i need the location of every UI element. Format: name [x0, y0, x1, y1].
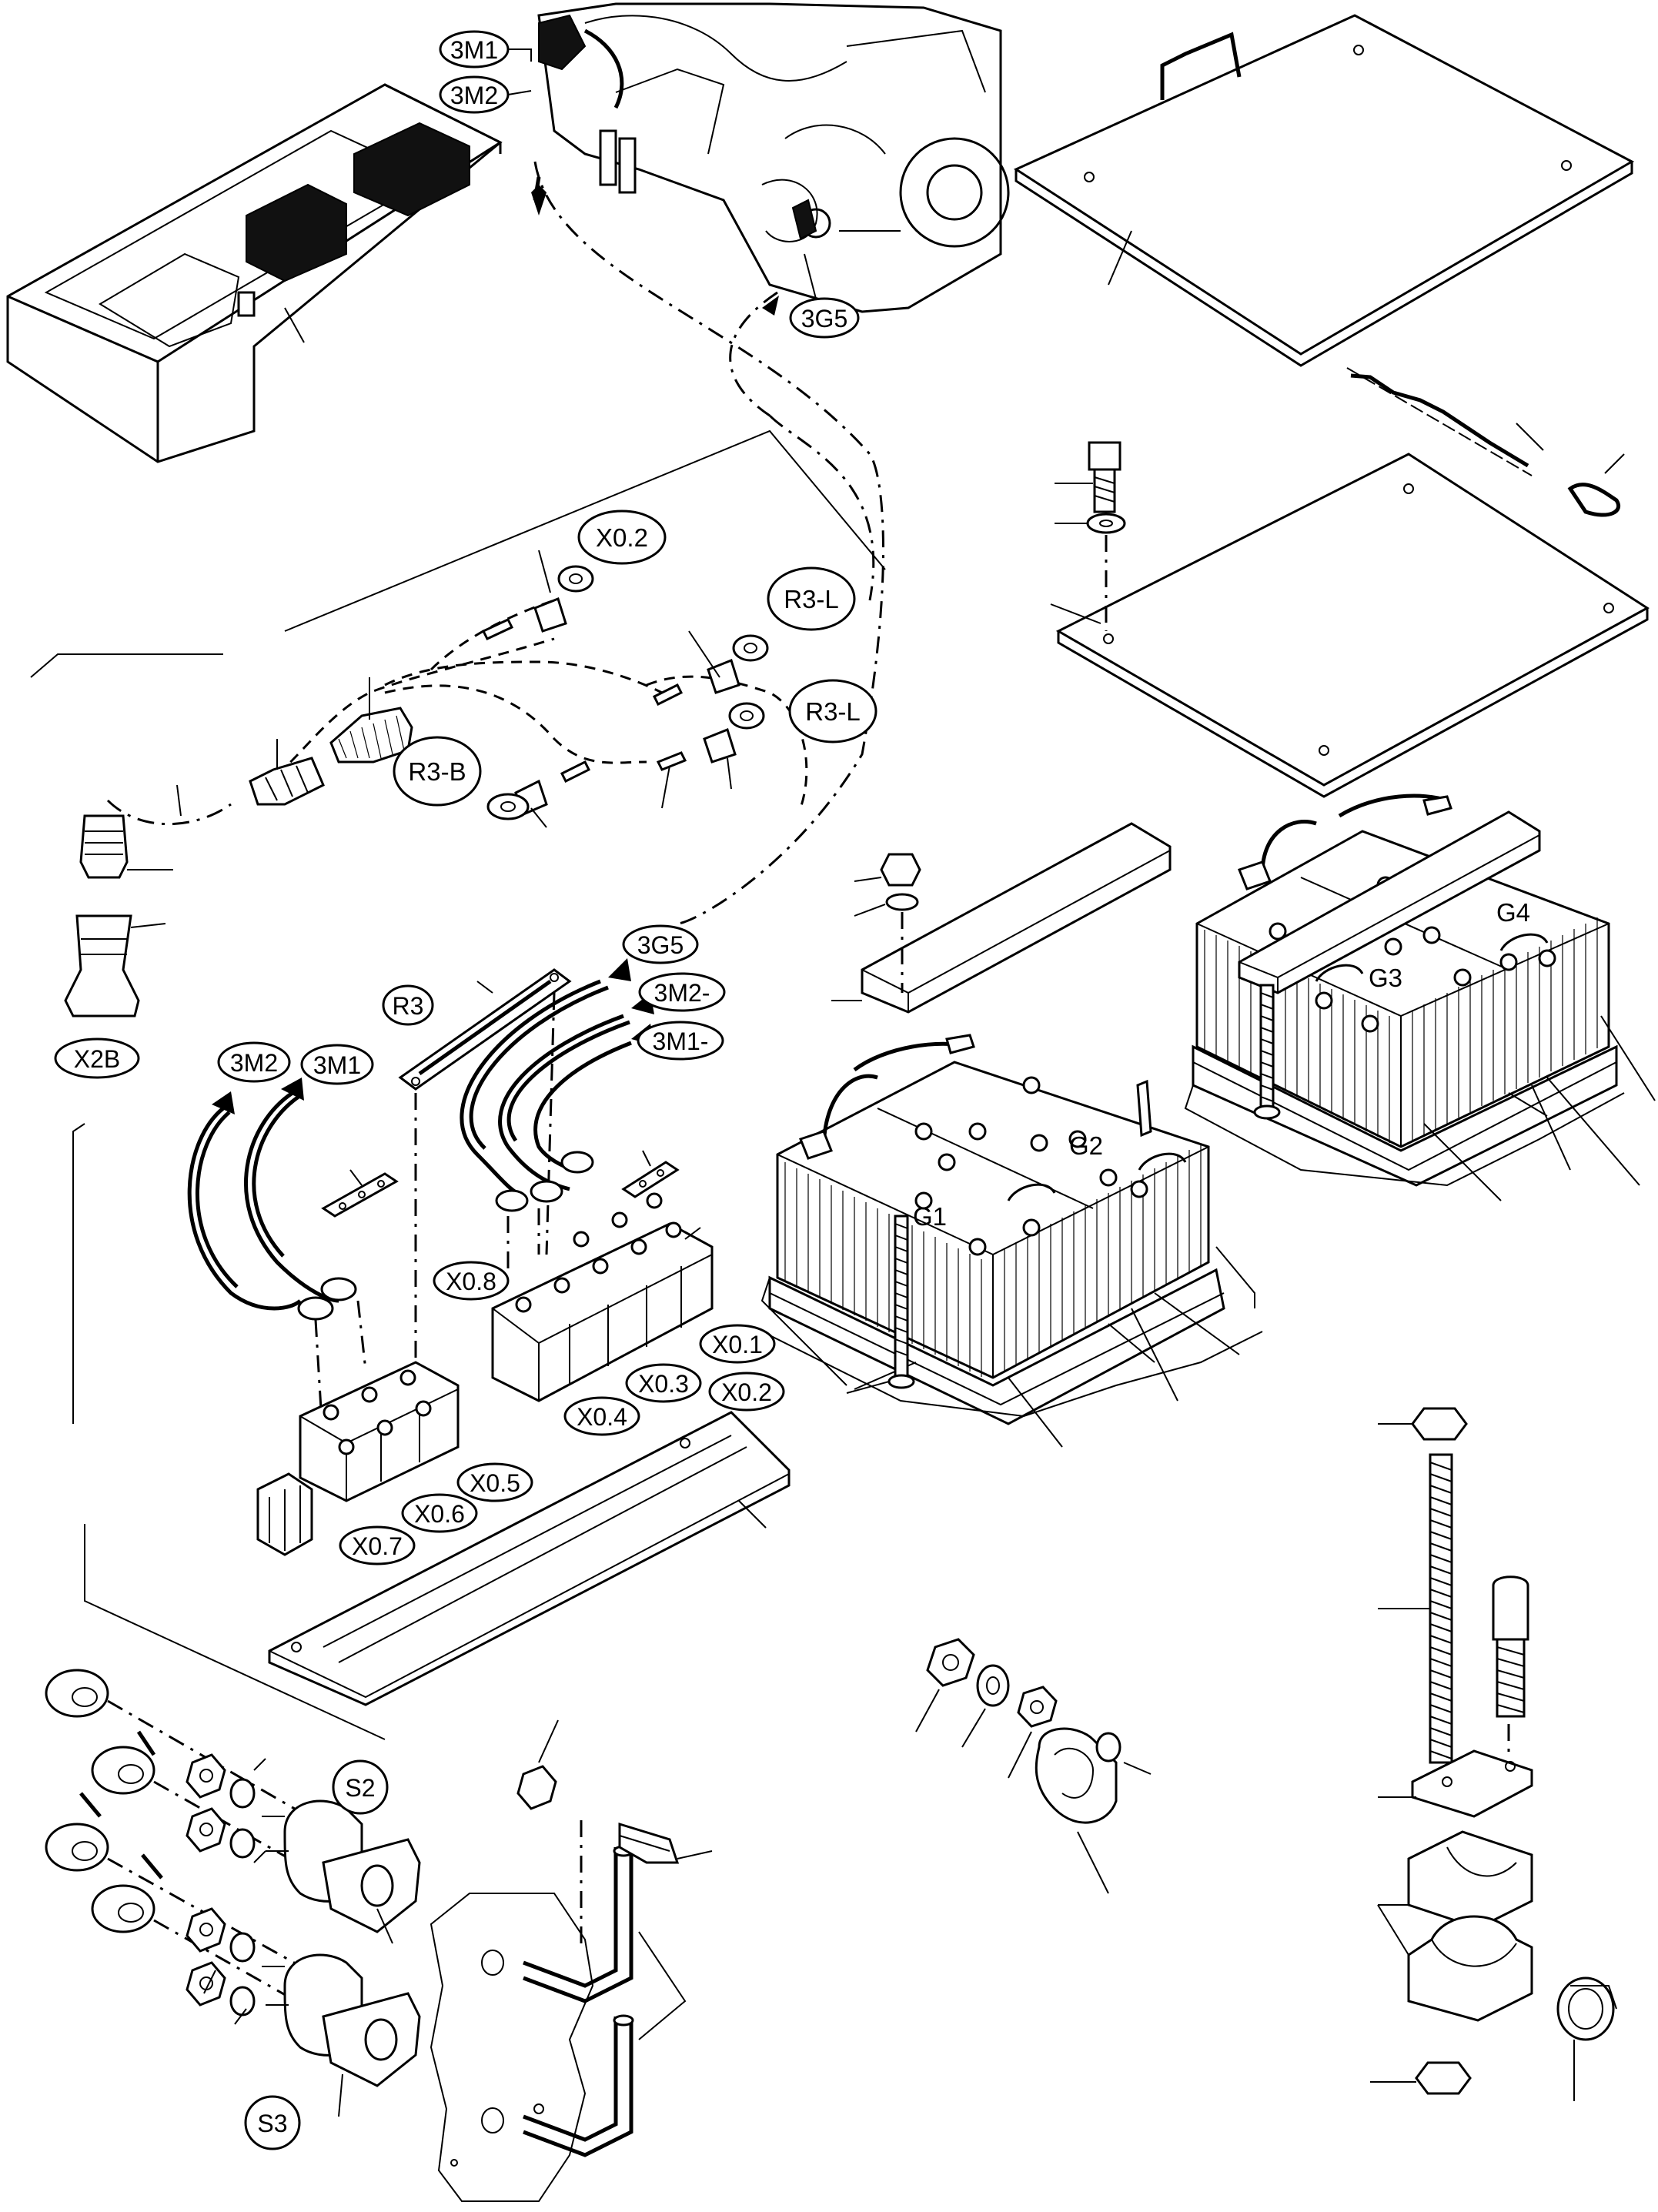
terminal-block-x0-5-to-x0-7	[299, 1361, 460, 1502]
cables-3m1-3m2-3g5	[187, 958, 654, 1448]
switch-bracket	[430, 1719, 713, 2202]
terminal-block-x0-1-to-x0-4-x0-8	[491, 1192, 714, 1402]
battery-hold-down-g1-g2	[831, 822, 1172, 1394]
battery-cover-top	[1013, 14, 1635, 367]
bubble-x0-2	[708, 1372, 785, 1412]
label-r3-l-2: R3-L	[805, 697, 861, 726]
label-bubbles: 3M1 3M2 3G5 X0.2 R3-L R3-L R3-B X2B R3 3…	[54, 30, 1530, 2150]
lid-bolt	[1055, 441, 1126, 631]
battery-hold-down-g3-g4	[1238, 810, 1541, 1120]
harness-frame-lower	[72, 1123, 85, 1424]
resistor-r3	[398, 968, 572, 1370]
label-3g5-cable: 3G5	[637, 931, 684, 959]
engine-cable-route-2	[729, 291, 778, 417]
bubble-x0-5	[456, 1462, 533, 1502]
label-3m2-minus: 3M2-	[654, 979, 710, 1007]
bubble-x0-8	[433, 1261, 510, 1301]
bubble-3m2-minus	[638, 972, 726, 1012]
engine-cable-route	[533, 161, 884, 925]
label-g1: G1	[913, 1202, 947, 1231]
bubble-leaders	[507, 48, 817, 299]
bubble-r3-l-1	[767, 566, 856, 631]
engine-assembly	[537, 2, 1010, 313]
bubble-3m1-minus	[637, 1021, 724, 1061]
bubble-3g5-cable	[622, 924, 699, 964]
bubble-3m2-cable	[217, 1041, 291, 1083]
label-r3-b: R3-B	[408, 757, 466, 786]
bubble-r3-l-2	[788, 679, 877, 743]
label-3m2-cable: 3M2	[230, 1049, 278, 1077]
label-x0-6: X0.6	[414, 1500, 465, 1528]
din-rail	[268, 1411, 791, 1706]
label-g3: G3	[1369, 964, 1402, 992]
link-plates	[321, 1150, 680, 1218]
label-x0-4: X0.4	[577, 1403, 627, 1431]
battery-pair-g1-g2	[760, 1034, 1263, 1448]
label-x0-8: X0.8	[446, 1268, 496, 1295]
bubble-x0-2-top	[577, 510, 667, 565]
battery-cover-lower	[1050, 453, 1650, 798]
switches-s2-s3	[45, 1669, 421, 2117]
label-x2b: X2B	[74, 1045, 120, 1073]
connector-x2b-assembly	[64, 550, 808, 1017]
label-3m2-top: 3M2	[450, 82, 498, 109]
label-g4: G4	[1496, 898, 1530, 927]
bubble-x0-3	[625, 1363, 702, 1403]
label-r3: R3	[393, 992, 424, 1020]
label-g2: G2	[1069, 1131, 1103, 1160]
bubble-x0-1	[699, 1324, 776, 1364]
bubble-r3	[382, 984, 434, 1026]
p-clamp-hardware	[915, 1638, 1152, 1894]
bubble-x2b	[54, 1038, 140, 1079]
bubble-3m1-cable	[300, 1044, 374, 1085]
label-x0-7: X0.7	[352, 1532, 403, 1560]
label-x0-3: X0.3	[638, 1370, 689, 1398]
bubble-x0-4	[563, 1396, 640, 1436]
label-3m1-cable: 3M1	[313, 1051, 361, 1079]
bubble-s2	[332, 1759, 389, 1815]
label-3m1-top: 3M1	[450, 36, 498, 64]
label-x0-2-top: X0.2	[596, 523, 648, 552]
bubble-r3-b	[393, 736, 482, 807]
battery-box-assembly	[6, 83, 503, 463]
label-s2: S2	[345, 1774, 375, 1802]
engine-cable-route-3	[768, 414, 875, 601]
label-s3: S3	[257, 2110, 287, 2137]
label-r3-l-1: R3-L	[784, 585, 839, 613]
bubble-3g5-top	[789, 297, 860, 339]
harness-frame	[30, 429, 886, 817]
bubble-s3	[244, 2095, 301, 2150]
label-3m1-minus: 3M1-	[653, 1027, 709, 1055]
battery-pair-g3-g4	[1184, 794, 1656, 1201]
bubble-x0-6	[401, 1493, 478, 1533]
chain	[1346, 367, 1625, 517]
tie-rod-assembly	[1370, 1407, 1617, 2101]
label-x0-2: X0.2	[721, 1378, 772, 1406]
bubble-x0-7	[339, 1525, 416, 1565]
label-x0-5: X0.5	[470, 1469, 520, 1497]
label-3g5-top: 3G5	[801, 305, 847, 332]
label-x0-1: X0.1	[712, 1331, 763, 1358]
end-clamp	[256, 1472, 313, 1556]
